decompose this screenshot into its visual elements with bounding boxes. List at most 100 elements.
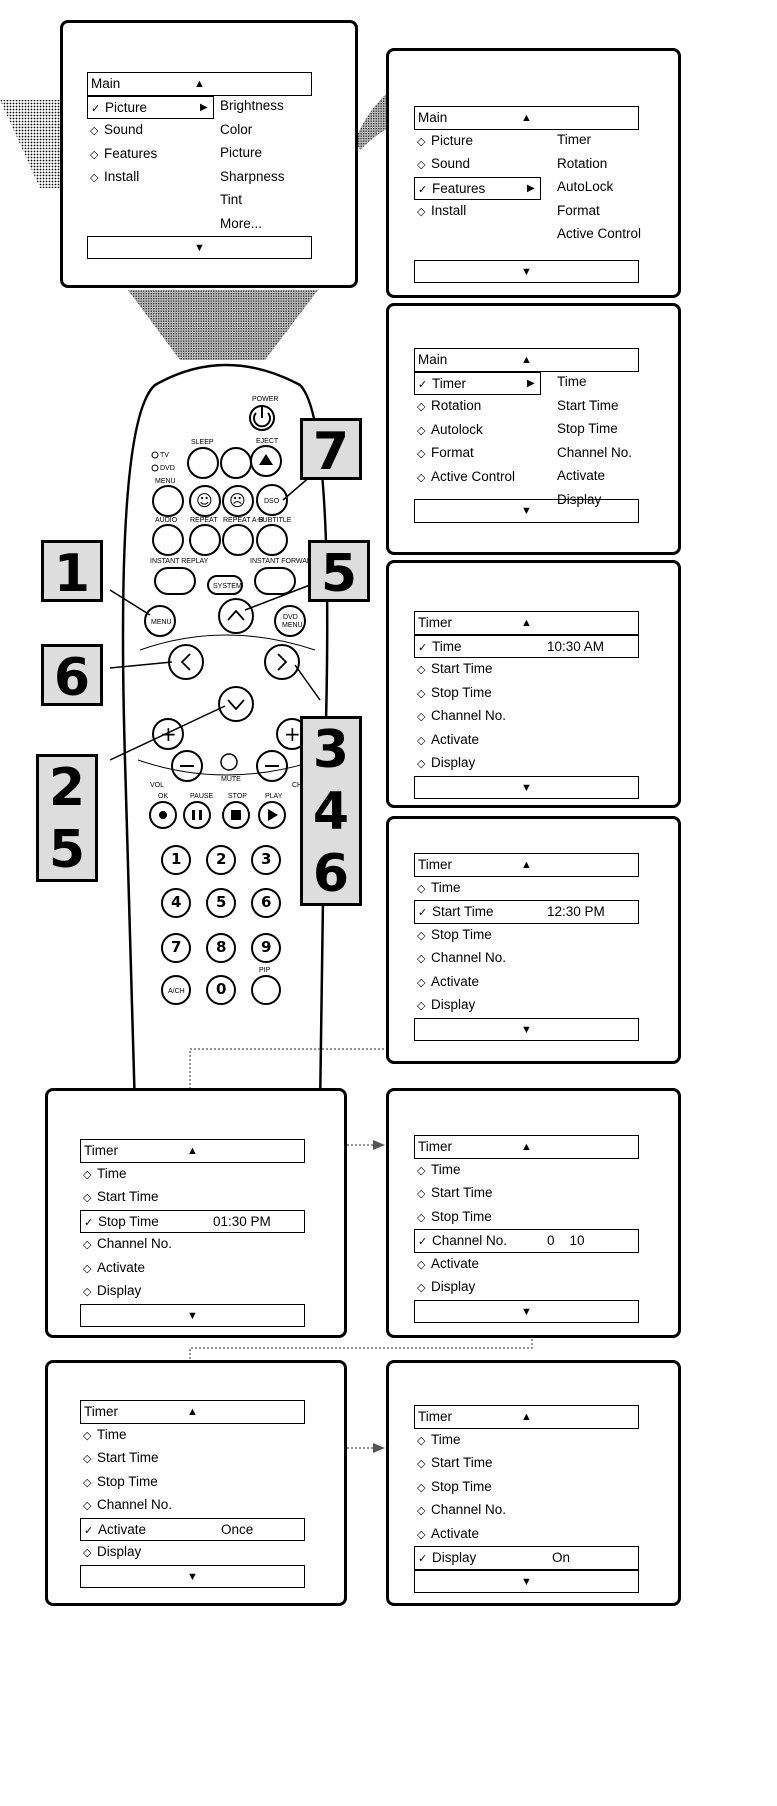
diamond-icon: ◇ bbox=[417, 467, 431, 489]
digit-button[interactable]: 4 bbox=[171, 893, 181, 911]
up-arrow-icon: ▲ bbox=[521, 1406, 532, 1428]
digit-button[interactable]: 6 bbox=[261, 893, 271, 911]
submenu-item[interactable]: Picture bbox=[220, 142, 285, 166]
menu-item-time[interactable]: ◇Time bbox=[80, 1424, 305, 1448]
menu-item-channel-no[interactable]: ◇Channel No. bbox=[80, 1494, 305, 1518]
svg-text:SLEEP: SLEEP bbox=[191, 439, 214, 446]
menu-item-stop-time[interactable]: ◇Stop Time bbox=[414, 924, 639, 948]
svg-text:+: + bbox=[160, 722, 177, 746]
svg-text:INSTANT FORWARD: INSTANT FORWARD bbox=[250, 558, 317, 565]
diamond-icon: ◇ bbox=[83, 1234, 97, 1256]
menu-item-channel-no[interactable]: ◇Channel No. bbox=[80, 1233, 305, 1257]
submenu-item[interactable]: Format bbox=[557, 200, 641, 224]
digit-button[interactable]: 1 bbox=[171, 850, 181, 868]
digit-button[interactable]: 9 bbox=[261, 938, 271, 956]
menu-item-activate[interactable]: ◇Activate bbox=[80, 1257, 305, 1281]
submenu-item[interactable]: Start Time bbox=[557, 395, 632, 419]
submenu-item[interactable]: Sharpness bbox=[220, 166, 285, 190]
diamond-icon: ◇ bbox=[417, 154, 431, 176]
svg-text:SUBTITLE: SUBTITLE bbox=[258, 517, 292, 524]
svg-text:DSO: DSO bbox=[264, 498, 280, 505]
menu-item-stop-time[interactable]: ◇Stop Time bbox=[80, 1471, 305, 1495]
digit-button[interactable]: 2 bbox=[216, 850, 226, 868]
menu-item-channel-no[interactable]: ◇Channel No. bbox=[414, 947, 639, 971]
menu-item-stop-time[interactable]: ◇Stop Time bbox=[414, 1206, 639, 1230]
stop-time-value: 01:30 PM bbox=[213, 1211, 271, 1233]
up-arrow-icon: ▲ bbox=[521, 1136, 532, 1158]
down-arrow-icon: ▼ bbox=[187, 1566, 198, 1588]
menu-panel-2: Main▲ ◇Picture ◇Sound ✓Features▶ ◇Instal… bbox=[386, 48, 681, 298]
submenu-item[interactable]: AutoLock bbox=[557, 176, 641, 200]
menu-footer: ▼ bbox=[80, 1304, 305, 1328]
submenu-item[interactable]: Time bbox=[557, 371, 632, 395]
diamond-icon: ◇ bbox=[83, 1258, 97, 1280]
menu-item-time[interactable]: ◇Time bbox=[80, 1163, 305, 1187]
submenu-item[interactable]: More... bbox=[220, 213, 285, 237]
menu-item-features[interactable]: ✓Features▶ bbox=[414, 177, 541, 201]
menu-item-activate[interactable]: ◇Activate bbox=[414, 1253, 639, 1277]
menu-item-activate[interactable]: ◇Activate bbox=[414, 1523, 639, 1547]
menu-header: Main▲ bbox=[414, 348, 639, 372]
submenu-item[interactable]: Rotation bbox=[557, 153, 641, 177]
submenu-item[interactable]: Active Control bbox=[557, 223, 641, 247]
callout-6-left: 6 bbox=[41, 644, 103, 706]
menu-item-channel-no[interactable]: ◇Channel No. bbox=[414, 1499, 639, 1523]
menu-item-start-time[interactable]: ◇Start Time bbox=[414, 1182, 639, 1206]
svg-text:REPEAT: REPEAT bbox=[190, 517, 218, 524]
menu-footer: ▼ bbox=[414, 776, 639, 800]
callout-7: 7 bbox=[300, 418, 362, 480]
right-arrow-icon: ▶ bbox=[527, 178, 535, 200]
digit-button[interactable]: 3 bbox=[261, 850, 271, 868]
menu-item-start-time[interactable]: ◇Start Time bbox=[80, 1447, 305, 1471]
menu-item-start-time[interactable]: ◇Start Time bbox=[414, 658, 639, 682]
menu-item-display[interactable]: ◇Display bbox=[414, 994, 639, 1018]
diamond-icon: ◇ bbox=[417, 972, 431, 994]
up-arrow-icon: ▲ bbox=[521, 107, 532, 129]
submenu-item[interactable]: Activate bbox=[557, 465, 632, 489]
funnel-shape bbox=[128, 290, 318, 360]
menu-panel-6: Timer▲ ◇Time ◇Start Time ✓Stop Time01:30… bbox=[45, 1088, 347, 1338]
menu-item-display[interactable]: ◇Display bbox=[414, 752, 639, 776]
svg-text:MUTE: MUTE bbox=[221, 776, 241, 783]
menu-item-display[interactable]: ◇Display bbox=[80, 1541, 305, 1565]
right-arrow-icon: ▶ bbox=[527, 373, 535, 395]
digit-button[interactable]: 7 bbox=[171, 938, 181, 956]
digit-button[interactable]: 5 bbox=[216, 893, 226, 911]
menu-item-stop-time[interactable]: ◇Stop Time bbox=[414, 1476, 639, 1500]
digit-button[interactable]: 0 bbox=[216, 980, 226, 998]
submenu-item[interactable]: Stop Time bbox=[557, 418, 632, 442]
menu-item-time[interactable]: ◇Time bbox=[414, 1429, 639, 1453]
check-icon: ✓ bbox=[418, 1231, 432, 1253]
menu-item-time[interactable]: ◇Time bbox=[414, 877, 639, 901]
menu-item-start-time[interactable]: ◇Start Time bbox=[80, 1186, 305, 1210]
submenu-item[interactable]: Channel No. bbox=[557, 442, 632, 466]
callout-1: 1 bbox=[41, 540, 103, 602]
menu-item-time[interactable]: ◇Time bbox=[414, 1159, 639, 1183]
menu-item-display[interactable]: ◇Display bbox=[80, 1280, 305, 1304]
menu-item-channel-no[interactable]: ✓Channel No.0 10 bbox=[414, 1229, 639, 1253]
check-icon: ✓ bbox=[418, 637, 432, 659]
menu-item-activate[interactable]: ◇Activate bbox=[414, 971, 639, 995]
menu-item-picture[interactable]: ✓Picture▶ bbox=[87, 96, 214, 120]
svg-text:INSTANT REPLAY: INSTANT REPLAY bbox=[150, 558, 209, 565]
submenu-item[interactable]: Display bbox=[557, 489, 632, 513]
menu-item-start-time[interactable]: ◇Start Time bbox=[414, 1452, 639, 1476]
submenu-item[interactable]: Brightness bbox=[220, 95, 285, 119]
digit-button[interactable]: 8 bbox=[216, 938, 226, 956]
menu-item-stop-time[interactable]: ◇Stop Time bbox=[414, 682, 639, 706]
submenu-item[interactable]: Color bbox=[220, 119, 285, 143]
submenu-item[interactable]: Timer bbox=[557, 129, 641, 153]
menu-item-display[interactable]: ◇Display bbox=[414, 1276, 639, 1300]
callout-6-right: 6 bbox=[303, 843, 359, 905]
menu-item-channel-no[interactable]: ◇Channel No. bbox=[414, 705, 639, 729]
menu-item-timer[interactable]: ✓Timer▶ bbox=[414, 372, 541, 396]
menu-item-activate[interactable]: ◇Activate bbox=[414, 729, 639, 753]
activate-value: Once bbox=[221, 1519, 253, 1541]
left-fan-shape bbox=[0, 100, 60, 188]
submenu-item[interactable]: Tint bbox=[220, 189, 285, 213]
